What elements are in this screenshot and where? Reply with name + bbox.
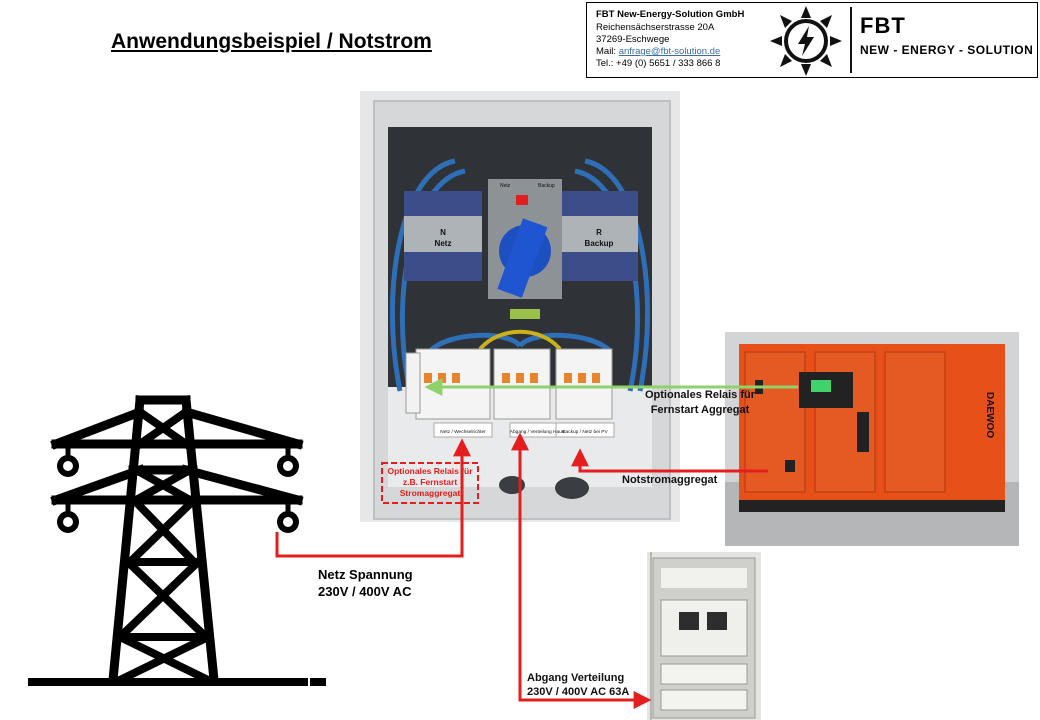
generator-image: DAEWOO: [725, 332, 1019, 546]
mail-prefix: Mail:: [596, 46, 619, 57]
right-terminal-label-2: Backup: [585, 239, 614, 248]
company-name: FBT New-Energy-Solution GmbH: [596, 9, 745, 20]
distribution-label: Abgang Verteilung 230V / 400V AC 63A: [527, 671, 629, 699]
company-header: FBT New-Energy-Solution GmbH Reichensäch…: [586, 2, 1038, 78]
generator-label: Notstromaggregat: [622, 474, 718, 486]
relay-label-line1: Optionales Relais für: [644, 389, 756, 401]
grid-wire: [275, 438, 471, 558]
company-city: 37269-Eschwege: [596, 34, 670, 45]
grid-label: Netz Spannung 230V / 400V AC: [318, 566, 413, 600]
page-title: Anwendungsbeispiel / Notstrom: [111, 30, 432, 53]
grid-label-line2: 230V / 400V AC: [318, 584, 412, 599]
distribution-wire: [511, 432, 652, 709]
strip-label-1: Netz / Wechselrichter: [440, 429, 486, 435]
power-tower-icon: [28, 395, 326, 686]
distribution-board-image: [647, 552, 761, 720]
relay-label: Optionales Relais für Fernstart Aggregat: [626, 388, 774, 418]
strip-label-2: Abgang / Verteilung Haus: [510, 429, 565, 435]
company-mail: Mail: anfrage@fbt-solution.de: [596, 46, 720, 58]
company-tel: Tel.: +49 (0) 5651 / 333 866 8: [596, 58, 721, 69]
strip-label-3: Backup / Netz bei PV: [562, 429, 608, 435]
grid-label-line1: Netz Spannung: [318, 567, 413, 582]
optional-relay-note: Optionales Relais für z.B. Fernstart Str…: [387, 466, 473, 498]
distribution-label-line2: 230V / 400V AC 63A: [527, 686, 630, 698]
handle-label-right: Backup: [538, 183, 555, 189]
relay-label-line2: Fernstart Aggregat: [650, 404, 750, 416]
left-terminal-label-2: Netz: [435, 239, 452, 248]
generator-brand: DAEWOO: [984, 392, 995, 438]
mail-link[interactable]: anfrage@fbt-solution.de: [618, 46, 721, 57]
distribution-label-line1: Abgang Verteilung: [527, 672, 625, 684]
left-terminal-label-1: N: [440, 228, 446, 237]
company-street: Reichensächserstrasse 20A: [596, 22, 715, 33]
logo-name: FBT: [860, 13, 906, 38]
generator-wire: [571, 448, 768, 473]
right-terminal-label-1: R: [596, 228, 602, 237]
handle-label-left: Netz: [500, 183, 511, 189]
sun-logo-icon: [770, 6, 842, 76]
logo-divider: [850, 7, 852, 73]
logo-tagline: NEW - ENERGY - SOLUTION: [860, 43, 1034, 57]
